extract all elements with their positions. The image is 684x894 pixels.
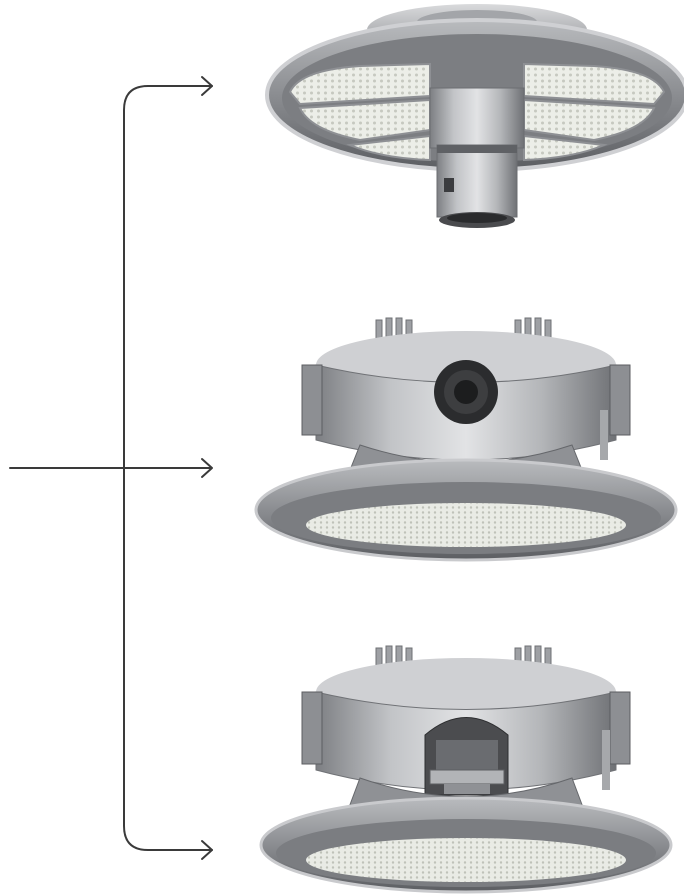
middle-branch-arrowhead (201, 458, 213, 478)
ufo-luminaire-pendant-mount-image (254, 317, 678, 562)
led-panels (288, 62, 666, 162)
top-branch-arrowhead (201, 76, 213, 96)
ufo-luminaire-bracket-mount-image (259, 645, 673, 894)
vertical-trunk (123, 85, 213, 851)
ufo-luminaire-post-top-mount-image (265, 4, 684, 228)
bottom-branch-arrowhead (201, 840, 213, 860)
connector-lines (9, 76, 213, 860)
